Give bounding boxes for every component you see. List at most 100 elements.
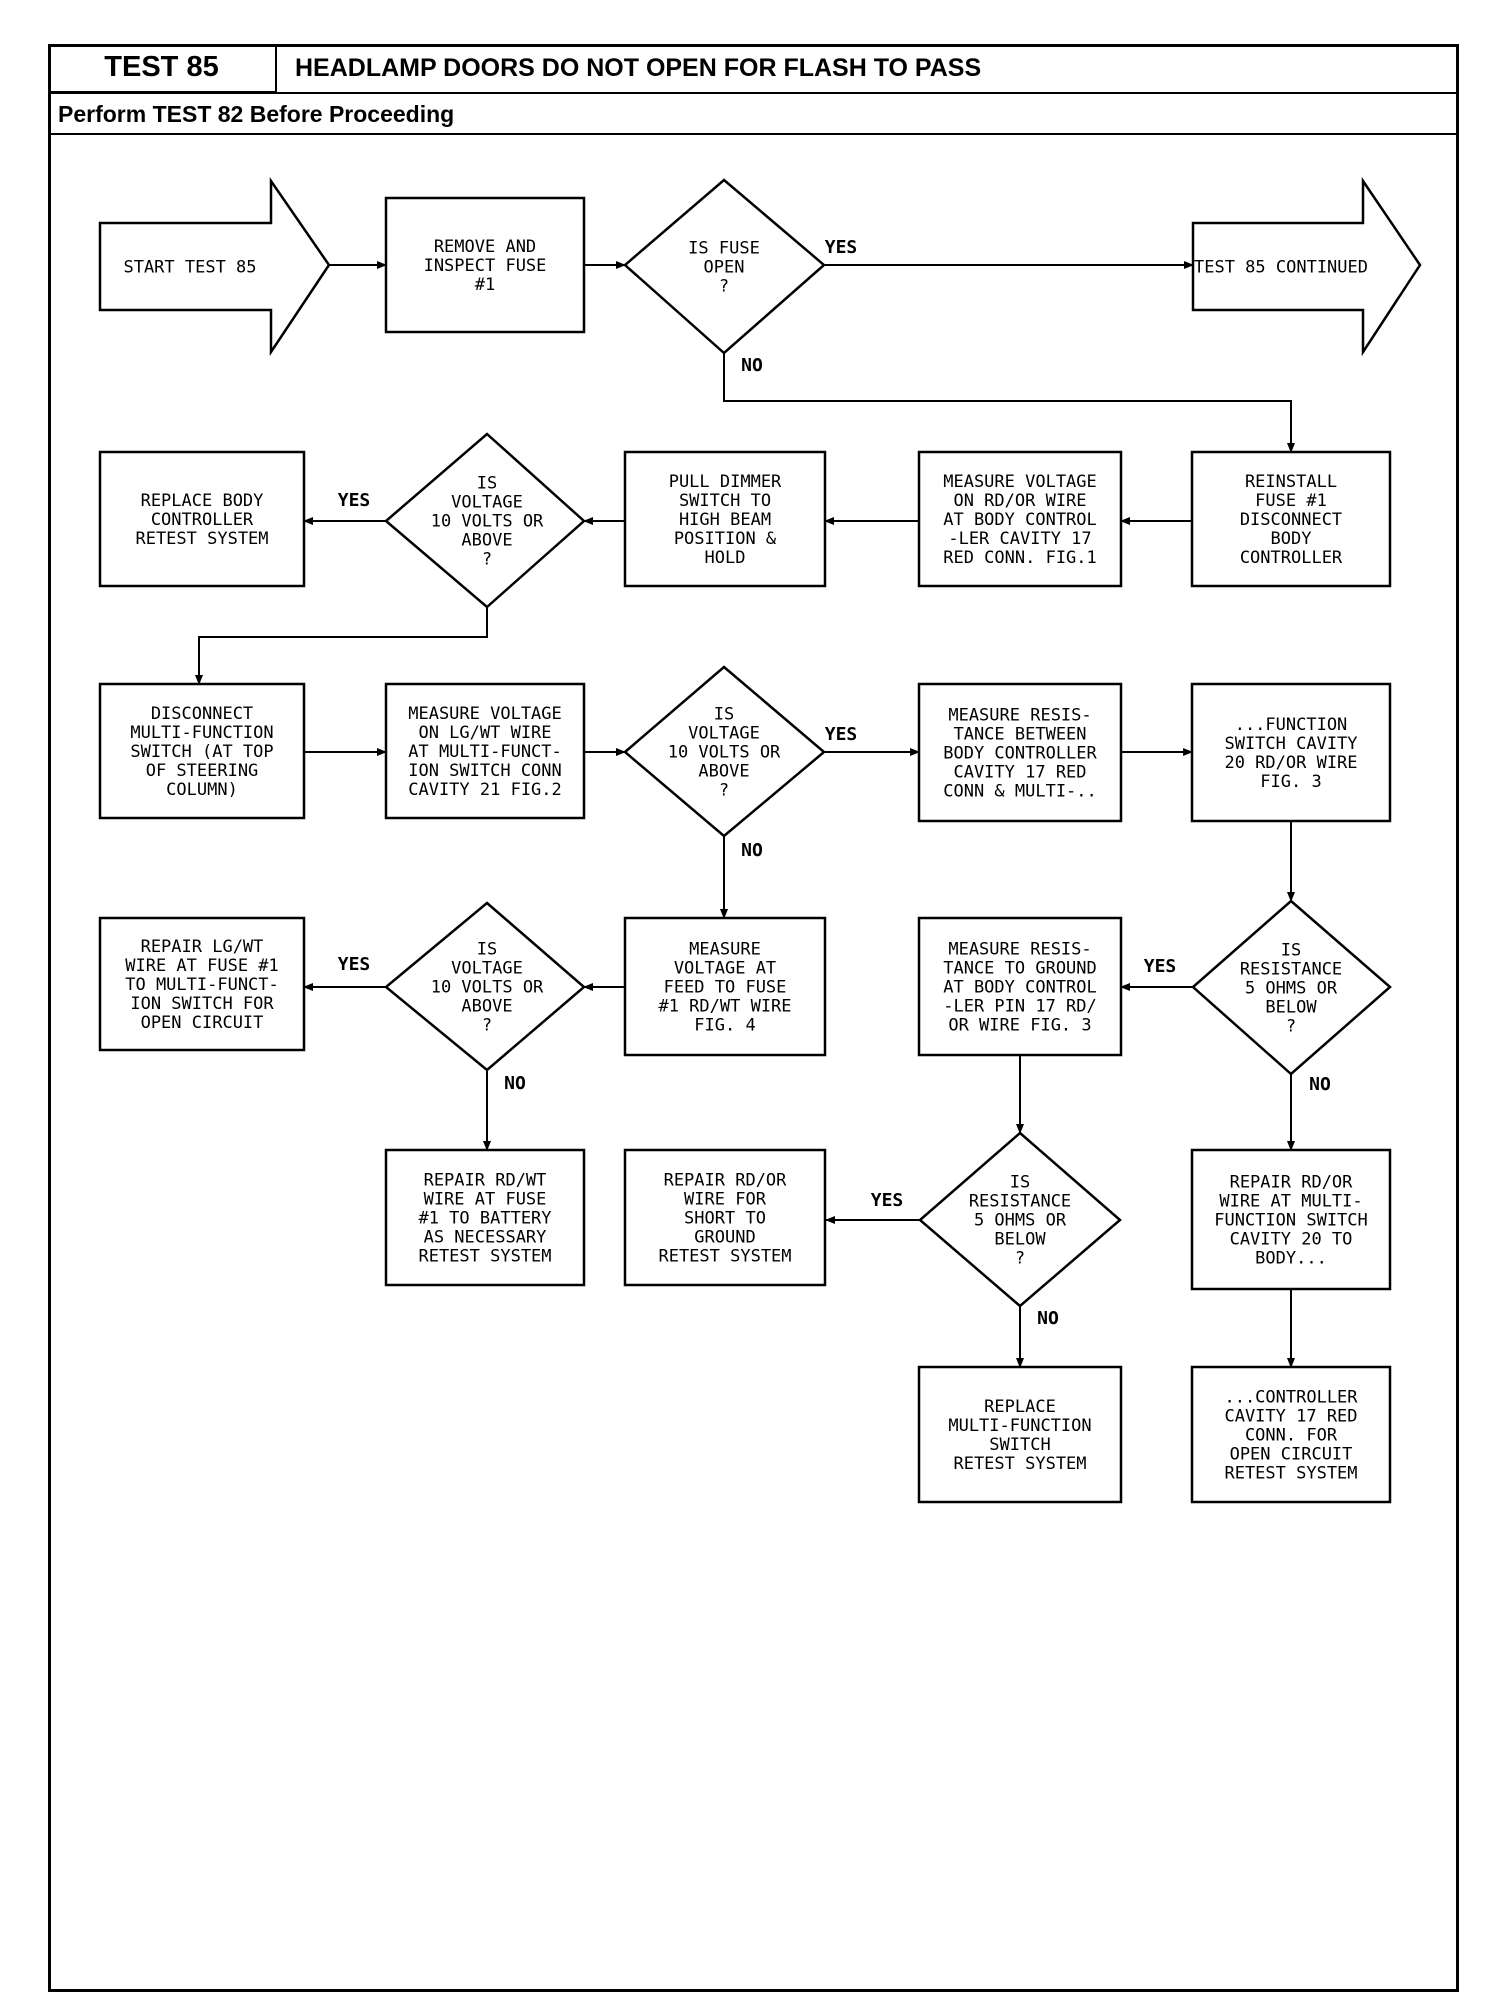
repair-rd-or-mf-line-2: WIRE AT MULTI- xyxy=(1219,1192,1362,1212)
pull-dimmer-line-3: HIGH BEAM xyxy=(679,510,771,530)
replace-mf-line-1: REPLACE xyxy=(984,1397,1056,1417)
q-voltage-1-line-1: IS xyxy=(477,474,497,494)
repair-short-line-3: SHORT TO xyxy=(684,1209,766,1229)
q-voltage-1-line-3: 10 VOLTS OR xyxy=(431,512,544,532)
header-divider xyxy=(48,92,1459,94)
header-divider-lower xyxy=(48,133,1459,135)
replace-mf-line-4: RETEST SYSTEM xyxy=(953,1454,1086,1474)
pull-dimmer-line-4: POSITION & xyxy=(674,529,777,549)
measure-rd-or-line-2: ON RD/OR WIRE xyxy=(953,491,1086,511)
no-label: NO xyxy=(504,1073,526,1094)
measure-rd-or-line-4: -LER CAVITY 17 xyxy=(948,529,1091,549)
measure-resistance-line-3: BODY CONTROLLER xyxy=(943,744,1097,764)
pull-dimmer-line-5: HOLD xyxy=(705,548,746,568)
repair-lg-wt-line-3: TO MULTI-FUNCT- xyxy=(125,975,279,995)
replace-body-line-2: CONTROLLER xyxy=(151,510,254,530)
q-voltage-1-line-4: ABOVE xyxy=(461,531,512,551)
svg-text:START TEST 85: START TEST 85 xyxy=(123,258,256,278)
disconnect-mf-line-5: COLUMN) xyxy=(166,780,238,800)
measure-lg-wt-line-4: ION SWITCH CONN xyxy=(408,761,562,781)
q-voltage-2-line-2: VOLTAGE xyxy=(688,724,760,744)
controller-cavity-line-4: OPEN CIRCUIT xyxy=(1230,1445,1353,1465)
repair-rd-wt-line-1: REPAIR RD/WT xyxy=(424,1171,547,1191)
q-resistance-1-line-3: 5 OHMS OR xyxy=(1245,979,1338,999)
controller-cavity-line-5: RETEST SYSTEM xyxy=(1224,1464,1357,1484)
q-resistance-2-line-2: RESISTANCE xyxy=(969,1192,1071,1212)
q-voltage-3-line-3: 10 VOLTS OR xyxy=(431,978,544,998)
measure-rd-or-line-3: AT BODY CONTROL xyxy=(943,510,1097,530)
repair-short-line-4: GROUND xyxy=(694,1228,755,1248)
disconnect-mf-line-4: OF STEERING xyxy=(146,761,259,781)
repair-lg-wt-line-1: REPAIR LG/WT xyxy=(141,937,264,957)
pull-dimmer-line-1: PULL DIMMER xyxy=(669,472,782,492)
svg-text:TEST 85 CONTINUED: TEST 85 CONTINUED xyxy=(1194,258,1368,278)
repair-rd-or-mf-line-3: FUNCTION SWITCH xyxy=(1214,1211,1368,1231)
q-voltage-2-line-4: ABOVE xyxy=(698,762,749,782)
no-label: NO xyxy=(741,355,763,376)
reinstall-line-3: DISCONNECT xyxy=(1240,510,1342,530)
repair-lg-wt-line-4: ION SWITCH FOR xyxy=(130,994,274,1014)
measure-ground-line-3: AT BODY CONTROL xyxy=(943,978,1097,998)
repair-rd-or-mf-line-5: BODY... xyxy=(1255,1249,1327,1269)
q-fuse-open-line-3: ? xyxy=(719,277,729,297)
controller-cavity-line-3: CONN. FOR xyxy=(1245,1426,1338,1446)
measure-ground-line-5: OR WIRE FIG. 3 xyxy=(948,1016,1091,1036)
measure-feed-line-2: VOLTAGE AT xyxy=(674,959,776,979)
page-frame xyxy=(48,44,1459,1992)
yes-label: YES xyxy=(1144,956,1177,977)
q-resistance-2-line-4: BELOW xyxy=(994,1230,1046,1250)
function-switch-line-1: ...FUNCTION xyxy=(1235,715,1348,735)
no-label: NO xyxy=(1309,1074,1331,1095)
q-voltage-2-line-5: ? xyxy=(719,781,729,801)
replace-mf-line-2: MULTI-FUNCTION xyxy=(948,1416,1091,1436)
no-label: NO xyxy=(741,840,763,861)
disconnect-mf-line-3: SWITCH (AT TOP xyxy=(130,742,273,762)
remove-fuse-line-2: INSPECT FUSE xyxy=(424,256,547,276)
q-resistance-2-line-1: IS xyxy=(1010,1173,1030,1193)
disconnect-mf-line-1: DISCONNECT xyxy=(151,704,253,724)
controller-cavity-line-1: ...CONTROLLER xyxy=(1224,1388,1358,1408)
q-resistance-2-line-5: ? xyxy=(1015,1249,1025,1269)
q-resistance-1-line-4: BELOW xyxy=(1265,998,1317,1018)
repair-rd-or-mf-line-4: CAVITY 20 TO xyxy=(1230,1230,1353,1250)
q-fuse-open-line-1: IS FUSE xyxy=(688,239,760,259)
repair-rd-wt-line-5: RETEST SYSTEM xyxy=(418,1247,551,1267)
connectors xyxy=(195,261,1295,1368)
replace-mf-line-3: SWITCH xyxy=(989,1435,1050,1455)
repair-short-line-2: WIRE FOR xyxy=(684,1190,767,1210)
repair-short-line-1: REPAIR RD/OR xyxy=(664,1171,788,1191)
measure-lg-wt-line-5: CAVITY 21 FIG.2 xyxy=(408,780,562,800)
q-voltage-2-line-1: IS xyxy=(714,705,734,725)
measure-feed-line-5: FIG. 4 xyxy=(694,1016,755,1036)
measure-feed-line-4: #1 RD/WT WIRE xyxy=(658,997,791,1017)
measure-ground-line-1: MEASURE RESIS- xyxy=(948,940,1091,960)
function-switch-line-3: 20 RD/OR WIRE xyxy=(1224,753,1357,773)
measure-resistance-line-5: CONN & MULTI-.. xyxy=(943,782,1097,802)
remove-fuse-line-1: REMOVE AND xyxy=(434,237,536,257)
measure-lg-wt-line-2: ON LG/WT WIRE xyxy=(418,723,551,743)
replace-body-line-1: REPLACE BODY xyxy=(141,491,264,511)
measure-resistance-line-4: CAVITY 17 RED xyxy=(953,763,1086,783)
repair-short-line-5: RETEST SYSTEM xyxy=(658,1247,791,1267)
repair-lg-wt-line-5: OPEN CIRCUIT xyxy=(141,1013,264,1033)
